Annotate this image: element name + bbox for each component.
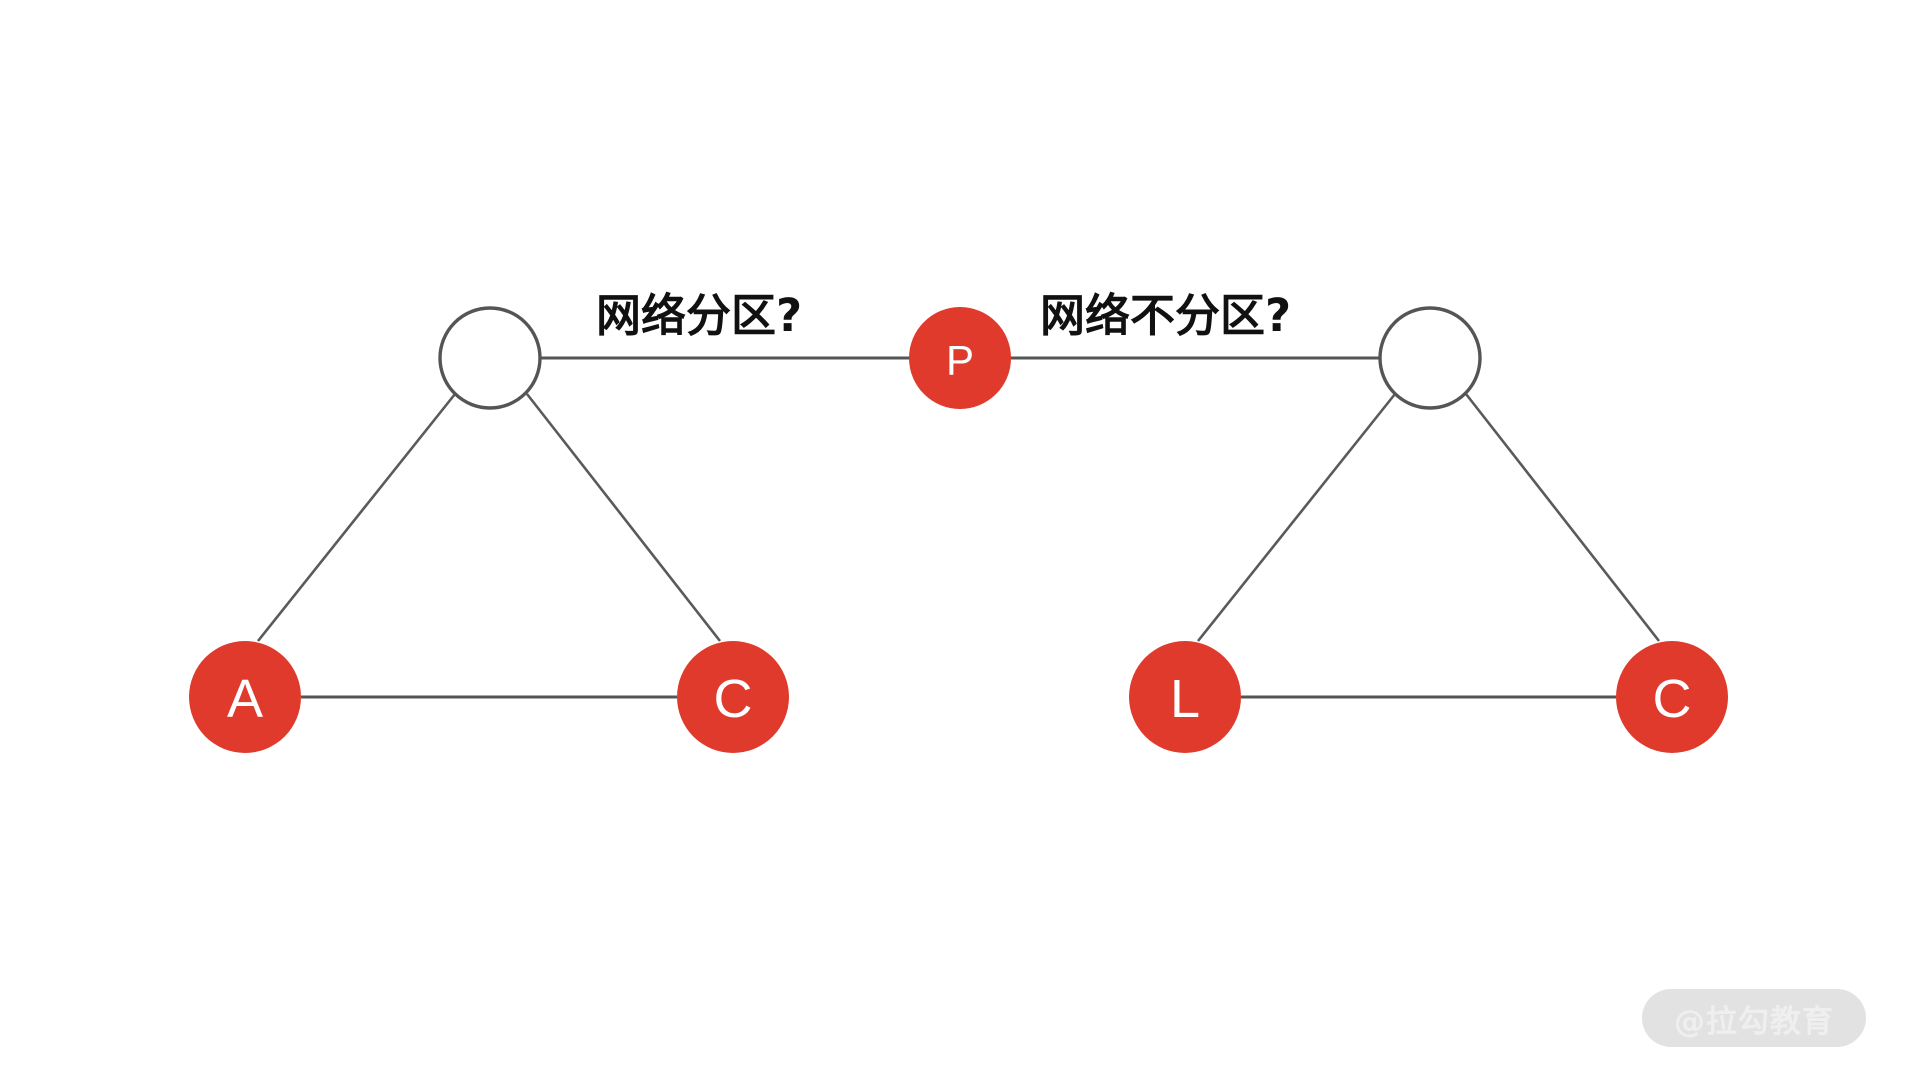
edge-right-apex-to-l	[1196, 393, 1397, 642]
node-p-label: P	[946, 337, 974, 384]
node-right-c[interactable]	[1616, 641, 1728, 753]
node-l-label: L	[1170, 669, 1200, 729]
edge-left-apex-to-a	[256, 393, 457, 642]
node-right-apex[interactable]	[1378, 306, 1482, 410]
node-right-c-label: C	[1653, 669, 1692, 729]
watermark-text: @拉勾教育	[1674, 1003, 1834, 1040]
caption-network-partition: 网络分区?	[596, 289, 803, 342]
node-left-c[interactable]	[677, 641, 789, 753]
edge-left-apex-to-c	[525, 393, 722, 642]
edge-right-apex-to-c	[1464, 393, 1661, 642]
node-p[interactable]	[909, 307, 1011, 409]
node-a-label: A	[227, 669, 263, 729]
node-l[interactable]	[1129, 641, 1241, 753]
watermark-badge: @拉勾教育	[1642, 989, 1866, 1047]
node-a[interactable]	[189, 641, 301, 753]
caption-no-network-partition: 网络不分区?	[1040, 289, 1292, 342]
node-left-apex[interactable]	[438, 306, 542, 410]
node-left-c-label: C	[714, 669, 753, 729]
